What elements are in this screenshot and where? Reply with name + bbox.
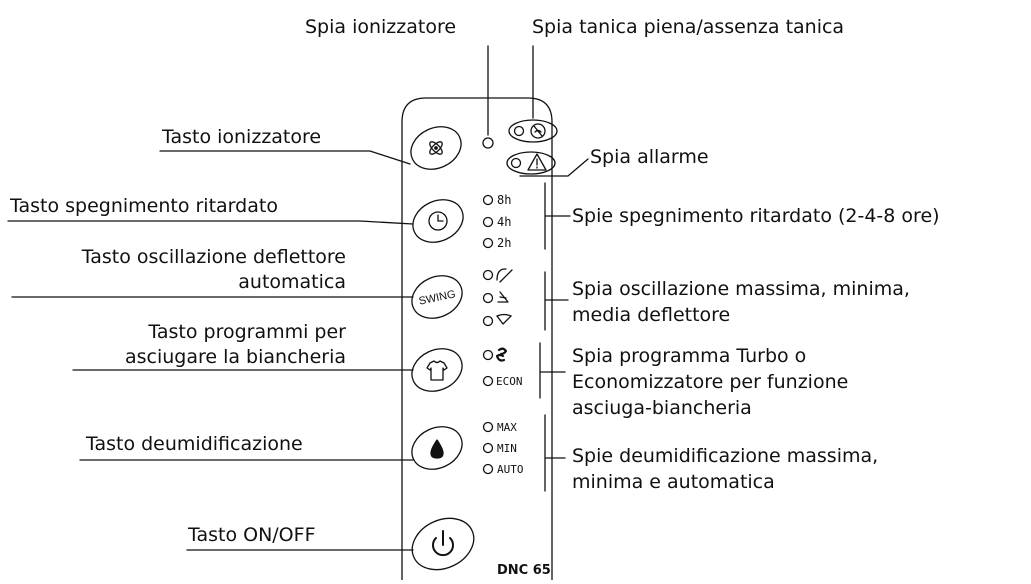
swing-button[interactable] bbox=[405, 268, 469, 326]
dehum-label-min: MIN bbox=[497, 442, 517, 455]
shirt-icon bbox=[426, 360, 448, 381]
power-icon bbox=[432, 530, 454, 557]
swing-mid-icon bbox=[496, 313, 512, 325]
label-tasto-oscillazione-1: Tasto oscillazione deflettore bbox=[81, 246, 346, 268]
label-spia-programma-3: asciuga-biancheria bbox=[572, 397, 752, 419]
leader-lines bbox=[7, 45, 589, 551]
dehum-led-auto bbox=[482, 463, 494, 475]
timer-led-8h bbox=[482, 194, 494, 206]
leader-tasto-ionizzatore bbox=[159, 150, 411, 165]
dehum-button[interactable] bbox=[405, 419, 469, 477]
label-tasto-deumidificazione: Tasto deumidificazione bbox=[86, 433, 303, 455]
swing-min-icon bbox=[497, 291, 509, 303]
warning-triangle-icon bbox=[527, 153, 547, 171]
label-spia-oscillazione-2: media deflettore bbox=[572, 304, 731, 326]
dehum-label-auto: AUTO bbox=[497, 463, 524, 476]
label-tasto-oscillazione-2: automatica bbox=[238, 271, 346, 293]
label-spia-oscillazione-1: Spia oscillazione massima, minima, bbox=[572, 278, 910, 300]
ionizer-button[interactable] bbox=[404, 119, 468, 177]
water-drop-icon bbox=[430, 439, 444, 459]
label-tasto-onoff: Tasto ON/OFF bbox=[188, 524, 316, 546]
model-label: DNC 65 bbox=[497, 563, 551, 578]
timer-label-2h: 2h bbox=[497, 236, 511, 250]
label-tasto-programmi-1: Tasto programmi per bbox=[148, 321, 346, 343]
label-tasto-ionizzatore: Tasto ionizzatore bbox=[162, 126, 322, 148]
label-spie-deumidificazione-2: minima e automatica bbox=[572, 471, 775, 493]
tank-icon bbox=[530, 123, 546, 139]
timer-led-2h bbox=[482, 237, 494, 249]
ionizer-icon bbox=[429, 141, 443, 155]
leader-spia-oscillazione bbox=[544, 271, 569, 331]
timer-label-4h: 4h bbox=[497, 215, 511, 229]
alarm-led-frame bbox=[506, 151, 556, 175]
laundry-button[interactable] bbox=[405, 341, 469, 399]
turbo-led bbox=[482, 349, 494, 361]
label-tasto-spegnimento: Tasto spegnimento ritardato bbox=[10, 195, 278, 217]
label-spia-programma-2: Economizzatore per funzione bbox=[572, 371, 849, 393]
swing-max-icon bbox=[496, 268, 513, 283]
econ-led bbox=[482, 375, 494, 387]
panel-outline bbox=[401, 97, 553, 581]
dehum-label-max: MAX bbox=[497, 421, 517, 434]
dehum-led-max bbox=[482, 421, 494, 433]
clock-icon bbox=[428, 211, 448, 231]
econ-label: ECON bbox=[496, 375, 523, 388]
swing-button-label: SWING bbox=[418, 288, 457, 307]
label-spia-ionizzatore: Spia ionizzatore bbox=[305, 16, 457, 38]
label-spia-allarme: Spia allarme bbox=[590, 146, 709, 168]
label-spia-tanica: Spia tanica piena/assenza tanica bbox=[532, 16, 845, 38]
leader-spia-programma bbox=[539, 342, 566, 399]
tank-led-frame bbox=[508, 119, 558, 143]
turbo-swirl-icon bbox=[495, 347, 508, 362]
swing-led-min bbox=[482, 292, 494, 304]
leader-spie-spegnimento bbox=[544, 182, 571, 250]
label-spie-deumidificazione-1: Spie deumidificazione massima, bbox=[572, 445, 879, 467]
label-spia-programma-1: Spia programma Turbo o bbox=[572, 345, 807, 367]
swing-led-mid bbox=[482, 315, 494, 327]
tank-led bbox=[513, 125, 525, 137]
alarm-led bbox=[510, 157, 522, 169]
label-tasto-programmi-2: asciugare la biancheria bbox=[124, 346, 346, 368]
swing-led-max bbox=[482, 269, 494, 281]
leader-spie-deumidificazione bbox=[544, 414, 566, 492]
leader-spia-allarme bbox=[519, 158, 589, 177]
timer-button[interactable] bbox=[406, 192, 470, 250]
timer-label-8h: 8h bbox=[497, 193, 511, 207]
label-spie-spegnimento: Spie spegnimento ritardato (2-4-8 ore) bbox=[572, 205, 940, 227]
dehum-led-min bbox=[482, 442, 494, 454]
timer-led-4h bbox=[482, 216, 494, 228]
power-button[interactable] bbox=[404, 509, 482, 580]
ionizer-led bbox=[482, 137, 494, 149]
leader-tasto-spegnimento bbox=[7, 220, 414, 225]
